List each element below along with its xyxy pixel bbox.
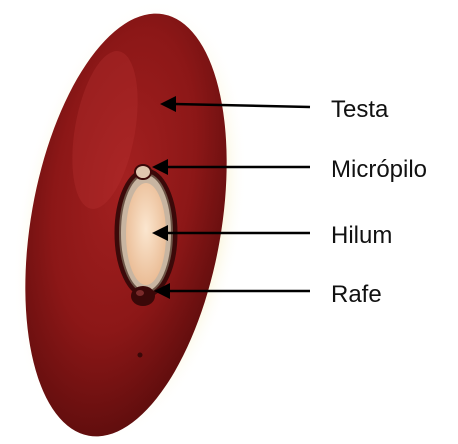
label-hilum: Hilum xyxy=(331,224,392,248)
label-testa: Testa xyxy=(331,98,388,122)
label-micropilo: Micrópilo xyxy=(331,158,427,182)
seed-speck xyxy=(138,353,143,358)
rafe-knot xyxy=(131,286,155,306)
micropyle xyxy=(135,165,151,179)
label-rafe: Rafe xyxy=(331,283,382,307)
rafe-knot-shine xyxy=(136,290,144,296)
